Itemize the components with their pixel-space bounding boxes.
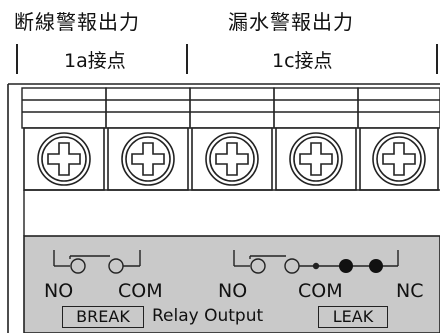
divider-right	[436, 44, 438, 74]
nc-dot-2	[369, 259, 383, 273]
terminal-ribs	[21, 87, 440, 129]
divider-mid	[186, 44, 188, 74]
break-label: BREAK	[62, 306, 144, 328]
screw-4	[289, 132, 343, 186]
leak-label: LEAK	[318, 306, 388, 328]
terminal-label-nc-leak: NC	[396, 280, 424, 302]
header-break-output: 断線警報出力	[14, 10, 140, 34]
break-contact-symbol	[53, 250, 141, 274]
terminal-label-no-break: NO	[44, 280, 74, 302]
screw-2	[121, 132, 175, 186]
screw-3	[205, 132, 259, 186]
header-leak-output: 漏水警報出力	[228, 10, 354, 34]
relay-output-label: Relay Output	[152, 306, 264, 326]
contact-type-1c: 1c接点	[272, 50, 333, 72]
nc-dot-1	[339, 259, 353, 273]
terminal-label-no-leak: NO	[218, 280, 248, 302]
screw-5	[372, 132, 426, 186]
terminal-label-com-break: COM	[118, 280, 163, 302]
terminal-label-com-leak: COM	[298, 280, 343, 302]
contact-type-1a: 1a接点	[64, 50, 126, 72]
divider-left	[16, 44, 18, 74]
screw-1	[37, 132, 91, 186]
